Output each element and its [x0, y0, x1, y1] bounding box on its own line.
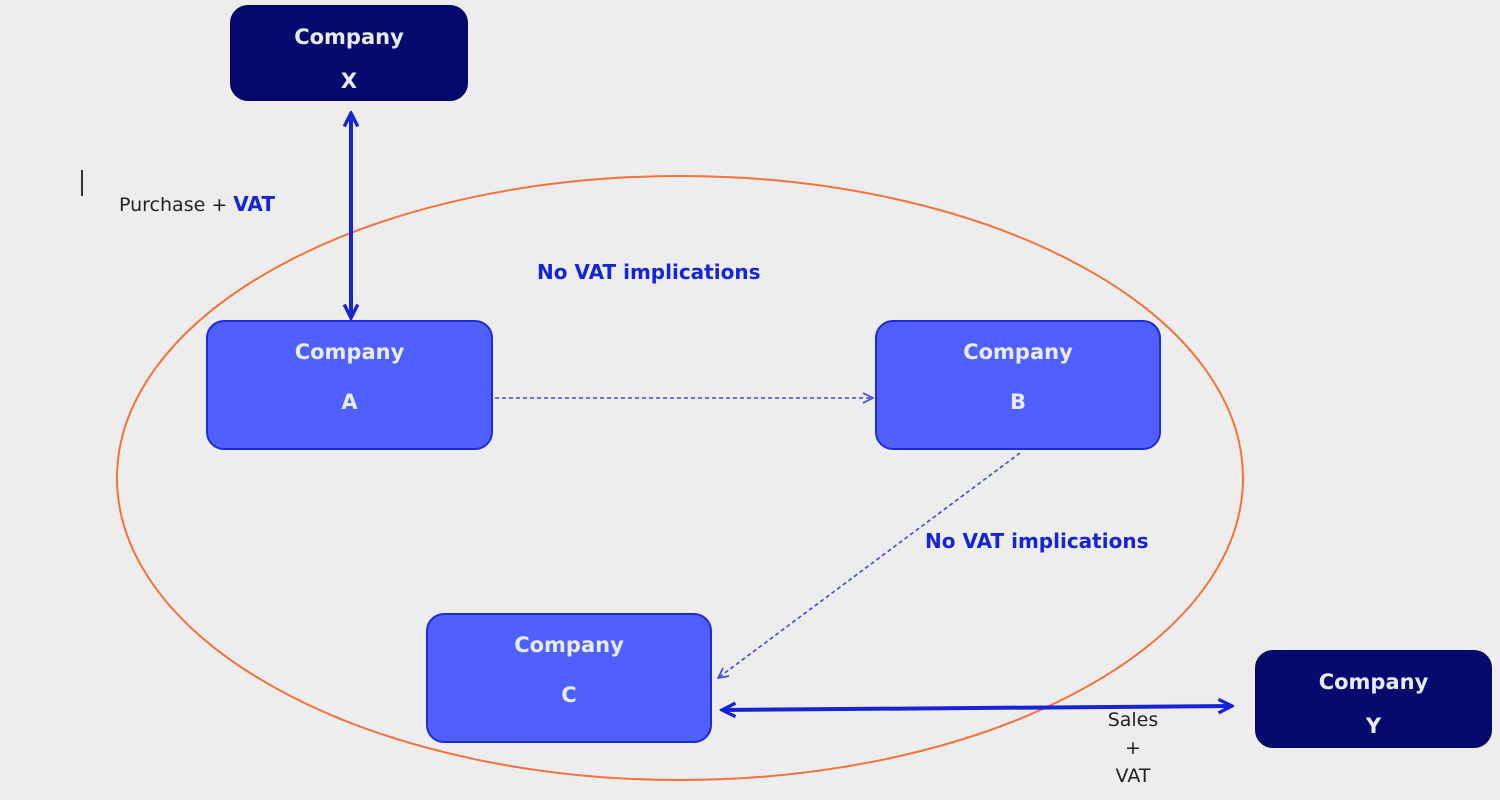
sales-label-line2: +: [1125, 737, 1141, 759]
purchase-label: Purchase +: [119, 194, 234, 216]
company-y-title: Company: [1318, 670, 1429, 694]
company-b-title: Company: [963, 340, 1073, 364]
purchase-vat-label: Purchase + VAT: [119, 192, 275, 216]
company-x-box: Company X: [230, 5, 468, 101]
company-b-letter: B: [1009, 390, 1026, 414]
purchase-vat-highlight: VAT: [233, 192, 275, 216]
company-a-title: Company: [294, 340, 405, 364]
arrow-b-c: [718, 452, 1021, 678]
company-c-title: Company: [514, 633, 624, 657]
company-y-box: Company Y: [1255, 650, 1492, 748]
company-x-letter: X: [340, 69, 358, 93]
company-x-title: Company: [294, 25, 404, 49]
no-vat-label-right: No VAT implications: [925, 529, 1149, 553]
company-c-letter: C: [561, 683, 577, 707]
company-c-box: Company C: [426, 613, 712, 743]
sales-label-line1: Sales: [1107, 709, 1159, 731]
company-a-box: Company A: [206, 320, 493, 450]
company-a-letter: A: [341, 390, 358, 414]
arrow-c-y: [722, 706, 1232, 710]
text-cursor: [81, 170, 83, 196]
group-ellipse: [116, 175, 1244, 781]
company-b-box: Company B: [875, 320, 1161, 450]
sales-label-line3: VAT: [1115, 765, 1151, 787]
no-vat-label-top: No VAT implications: [537, 260, 761, 284]
sales-vat-label: Sales + VAT: [1098, 706, 1168, 790]
company-y-letter: Y: [1365, 714, 1382, 738]
